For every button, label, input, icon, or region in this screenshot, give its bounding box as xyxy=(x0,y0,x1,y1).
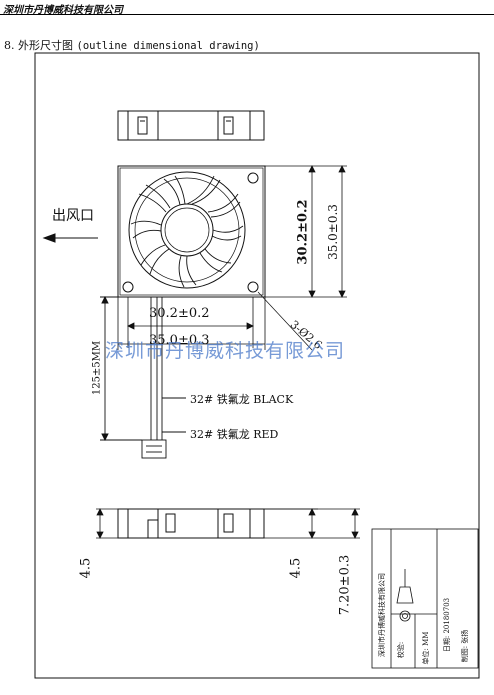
bottom-side-view xyxy=(117,508,265,539)
watermark: 深圳市丹博威科技有限公司 xyxy=(105,340,346,362)
airflow-label: 出风口 xyxy=(52,208,94,224)
thickness-dimensions xyxy=(96,508,360,539)
title-block-approve: 校验: xyxy=(396,642,406,658)
dim-side-left: 4.5 xyxy=(78,557,94,579)
title-block-drawn: 制图: 张扬 xyxy=(460,630,470,663)
date-value: 20180703 xyxy=(443,597,451,634)
drawn-value: 张扬 xyxy=(461,629,469,644)
title-block xyxy=(371,528,479,669)
header-company-name: 深圳市丹博威科技有限公司 xyxy=(3,5,123,16)
section-title-main: 8. 外形尺寸图 xyxy=(4,39,73,52)
unit-label: 单位: xyxy=(422,648,430,665)
approve-label: 校验: xyxy=(397,641,405,659)
dim-thickness: 7.20±0.3 xyxy=(337,554,353,616)
title-block-unit: 单位: MM xyxy=(421,632,431,665)
section-title-english: (outline dimensional drawing) xyxy=(76,40,260,52)
header-rule xyxy=(0,14,494,15)
dim-width-frame: 35.0±0.3 xyxy=(149,333,210,348)
fan-blades xyxy=(130,175,244,288)
dim-cable-length: 125±5MM xyxy=(91,340,103,396)
section-title: 8. 外形尺寸图 (outline dimensional drawing) xyxy=(4,37,260,53)
dim-width-fan: 30.2±0.2 xyxy=(149,306,210,321)
cable xyxy=(100,295,186,459)
bottom-dimensions xyxy=(117,297,266,350)
drawn-label: 制图: xyxy=(461,645,469,663)
airflow-arrow xyxy=(42,233,98,243)
date-label: 日期: xyxy=(443,635,451,653)
wire-black-label: 32# 铁氟龙 BLACK xyxy=(190,393,294,406)
dim-height-fan: 30.2±0.2 xyxy=(295,199,311,265)
title-block-company: 深圳市丹博威科技有限公司 xyxy=(378,573,386,657)
wire-red-label: 32# 铁氟龙 RED xyxy=(190,428,279,441)
page-header: 深圳市丹博威科技有限公司 xyxy=(0,0,494,16)
top-side-view xyxy=(117,110,265,141)
title-block-date: 日期: 20180703 xyxy=(442,598,452,652)
right-dimensions xyxy=(257,165,347,351)
dim-height-frame: 35.0±0.3 xyxy=(326,204,340,260)
drawing-border xyxy=(34,52,480,679)
unit-value: MM xyxy=(422,631,430,646)
fan-front-view xyxy=(117,165,266,298)
dim-side-right: 4.5 xyxy=(288,557,304,579)
